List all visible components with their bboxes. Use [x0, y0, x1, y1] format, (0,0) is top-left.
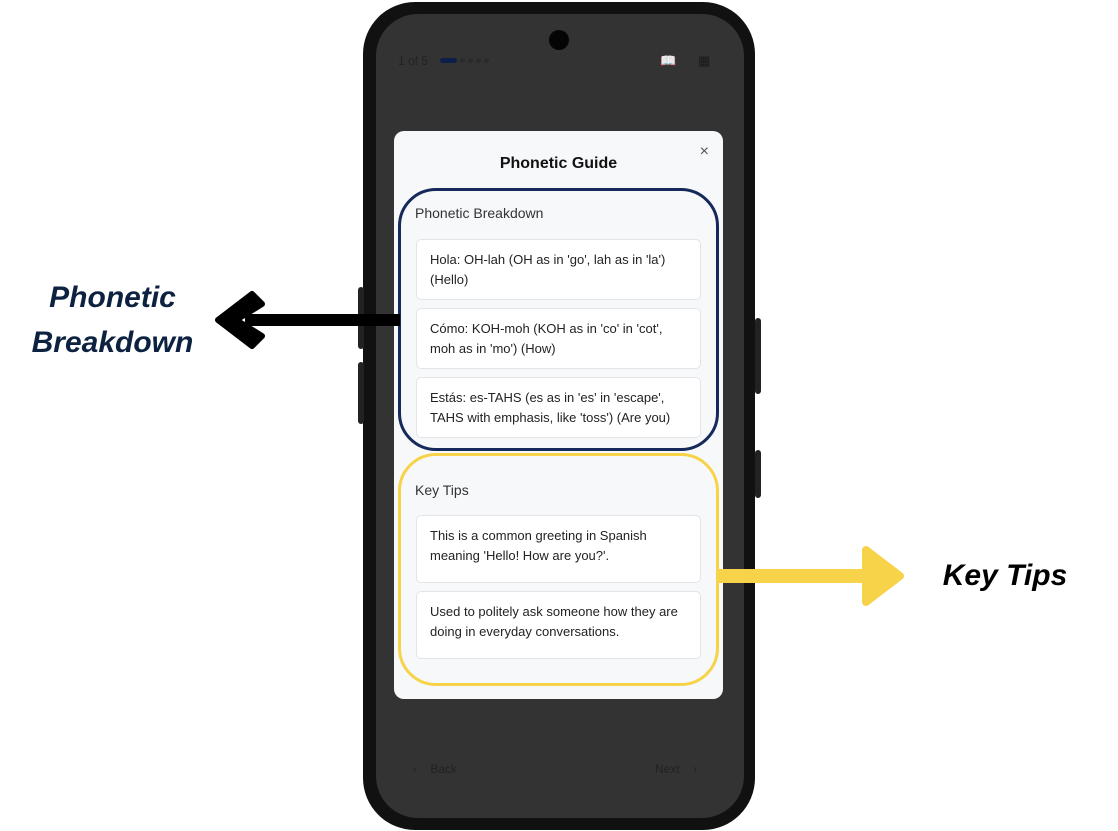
progress-dot [460, 58, 465, 63]
progress-dot [484, 58, 489, 63]
next-button[interactable]: Next › [655, 762, 697, 776]
left-arrow [215, 291, 400, 349]
chevron-right-icon: › [693, 762, 698, 776]
chevron-left-icon: ‹ [413, 762, 417, 776]
phonetic-guide-modal: Phonetic Guide × Phonetic Breakdown Hola… [394, 131, 723, 699]
book-icon[interactable]: 📖 [660, 53, 677, 68]
tips-highlight [398, 453, 719, 686]
tip-item: Used to politely ask someone how they ar… [416, 591, 701, 659]
progress-dot-active [440, 58, 457, 63]
camera [549, 30, 569, 50]
annotation-phonetic-breakdown: Phonetic Breakdown [31, 281, 194, 359]
grid-icon[interactable]: ▦ [698, 53, 711, 68]
tip-item: This is a common greeting in Spanish mea… [416, 515, 701, 583]
page-indicator: 1 of 5 [398, 54, 429, 68]
breakdown-item: Cómo: KOH-moh (KOH as in 'co' in 'cot', … [416, 308, 701, 369]
back-button[interactable]: ‹ Back [413, 762, 457, 776]
back-label: Back [430, 762, 458, 776]
progress-dot [468, 58, 473, 63]
annotation-key-tips: Key Tips [942, 559, 1068, 592]
progress-dots [440, 58, 489, 63]
power-button [755, 318, 761, 394]
side-button [755, 450, 761, 498]
next-label: Next [655, 762, 680, 776]
right-arrow [718, 546, 904, 606]
volume-down-button [358, 362, 364, 424]
breakdown-title: Phonetic Breakdown [415, 205, 544, 221]
modal-title: Phonetic Guide [499, 155, 618, 172]
progress-dot [476, 58, 481, 63]
breakdown-item: Hola: OH-lah (OH as in 'go', lah as in '… [416, 239, 701, 300]
close-icon[interactable]: × [699, 143, 709, 160]
breakdown-item: Estás: es-TAHS (es as in 'es' in 'escape… [416, 377, 701, 438]
